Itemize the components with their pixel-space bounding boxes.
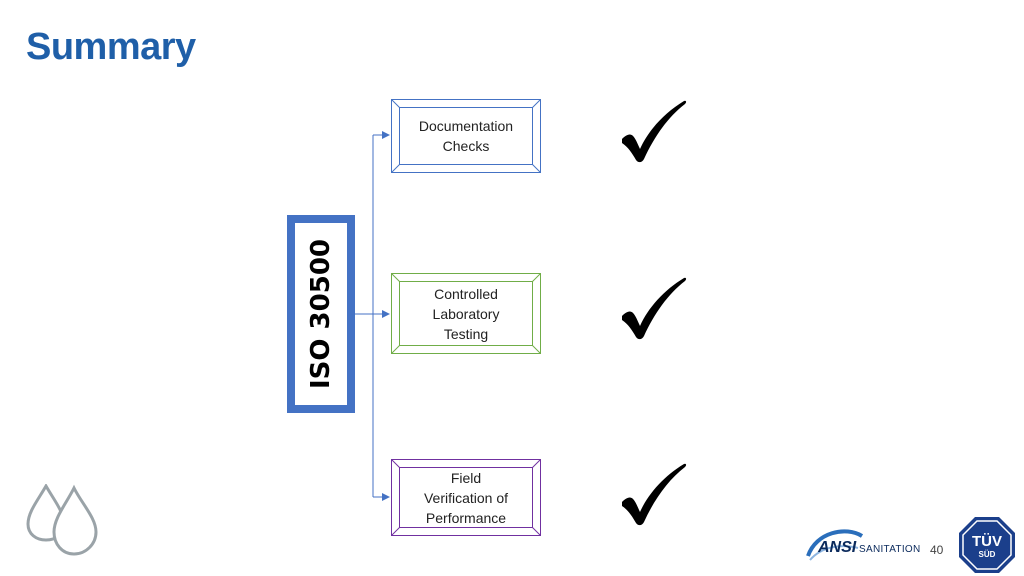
ansi-swoosh (806, 529, 864, 561)
iso-30500-node: ISO 30500 (287, 215, 355, 413)
field-verification-box: Field Verification of Performance (391, 459, 541, 536)
documentation-checks-box: Documentation Checks (391, 99, 541, 173)
controlled-laboratory-testing-label: Controlled Laboratory Testing (432, 285, 500, 342)
checkmark-icon (622, 277, 687, 340)
ansi-sanitation-logo: ANSI SANITATION (806, 526, 926, 566)
bevel-frame (391, 99, 541, 173)
tuv-sud-logo: TÜV SÜD (958, 516, 1016, 574)
checkmark-icon (622, 463, 687, 526)
field-verification-label: Field Verification of Performance (423, 469, 509, 526)
page-number: 40 (930, 543, 944, 557)
tuv-logo-bottom: SÜD (978, 550, 996, 559)
iso-30500-label: ISO 30500 (306, 238, 336, 390)
page-title: Summary (26, 26, 196, 68)
ansi-logo-text: ANSI (818, 539, 857, 556)
bevel-frame (391, 273, 541, 354)
checkmark-icon (622, 100, 687, 163)
documentation-checks-label: Documentation Checks (418, 118, 514, 154)
tuv-logo-top: TÜV (972, 533, 1002, 550)
tuv-octagon (959, 517, 1015, 573)
ansi-logo-subtext: SANITATION (859, 544, 921, 555)
controlled-laboratory-testing-box: Controlled Laboratory Testing (391, 273, 541, 354)
water-drops-icon (26, 484, 98, 556)
bevel-frame (391, 459, 541, 536)
